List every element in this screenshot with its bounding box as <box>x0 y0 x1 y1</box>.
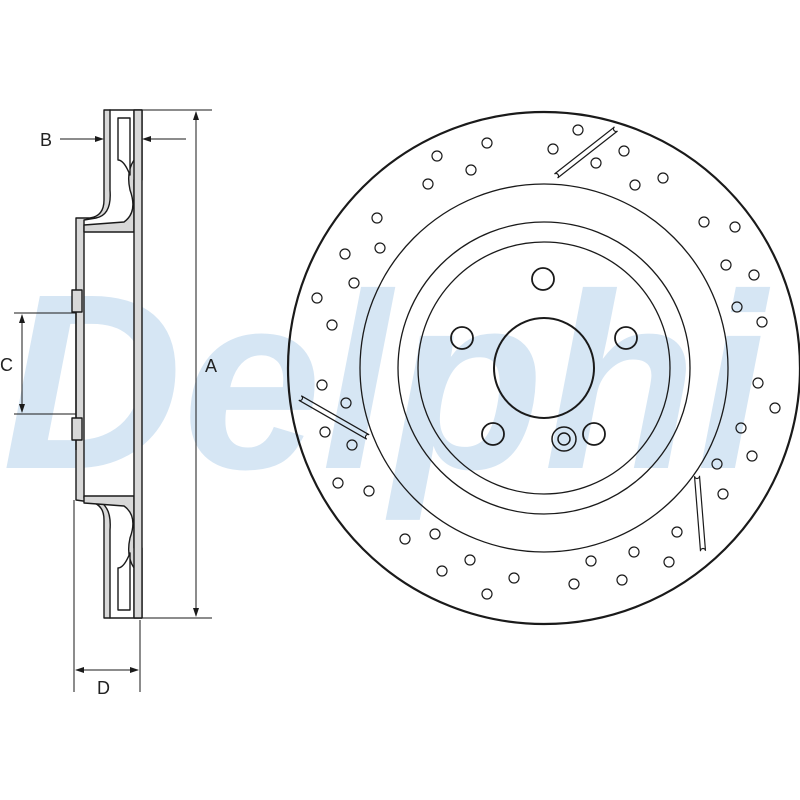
brand-watermark: Delphi <box>2 242 770 521</box>
section-vane-upper <box>117 117 131 176</box>
drilled-hole <box>585 555 597 567</box>
drilled-hole <box>464 554 476 566</box>
drilled-hole <box>326 319 338 331</box>
dim-label-d: D <box>97 678 110 698</box>
dim-label-b: B <box>40 130 52 150</box>
drilled-hole <box>568 578 580 590</box>
arrow-d-left <box>75 667 84 673</box>
drilled-hole <box>429 528 441 540</box>
dimension-arrows <box>19 111 199 673</box>
drilled-hole <box>436 565 448 577</box>
drilled-hole <box>769 402 781 414</box>
section-vane-lower <box>117 552 131 611</box>
hat-outer-edge <box>397 221 691 515</box>
arrow-b-left <box>95 136 104 142</box>
arrow-a-top <box>193 111 199 120</box>
drilled-hole <box>657 172 669 184</box>
drilled-hole <box>731 301 743 313</box>
bolt-hole <box>531 267 555 291</box>
drilled-hole <box>735 422 747 434</box>
drilled-hole <box>346 439 358 451</box>
drilled-hole <box>752 377 764 389</box>
drilled-hole <box>663 556 675 568</box>
arrow-d-right <box>130 667 139 673</box>
drilled-hole <box>311 292 323 304</box>
drilled-hole <box>618 145 630 157</box>
drilled-hole <box>319 426 331 438</box>
arrow-b-right <box>142 136 151 142</box>
drilled-hole <box>339 248 351 260</box>
drilled-hole <box>374 242 386 254</box>
drilled-hole <box>316 379 328 391</box>
drilled-hole <box>422 178 434 190</box>
drilled-hole <box>748 269 760 281</box>
drilled-hole <box>371 212 383 224</box>
bolt-hole <box>582 422 606 446</box>
drilled-hole <box>399 533 411 545</box>
drilled-hole <box>348 277 360 289</box>
front-view <box>286 110 800 626</box>
bolt-hole <box>481 422 505 446</box>
drilled-hole <box>717 488 729 500</box>
bolt-hole <box>614 326 638 350</box>
drilled-hole <box>547 143 559 155</box>
section-view <box>71 109 143 619</box>
section-rotor-face <box>133 109 143 619</box>
drilled-hole <box>363 485 375 497</box>
drilled-hole <box>698 216 710 228</box>
drilled-hole <box>431 150 443 162</box>
drilled-hole <box>671 526 683 538</box>
drilled-hole <box>590 157 602 169</box>
drilled-hole <box>332 477 344 489</box>
dim-label-c: C <box>0 355 13 375</box>
drilled-hole <box>746 450 758 462</box>
drilled-hole <box>340 397 352 409</box>
disc-outer-edge <box>286 110 800 626</box>
drilled-hole <box>629 179 641 191</box>
drilled-hole <box>756 316 768 328</box>
slot <box>554 126 618 179</box>
dim-label-a: A <box>205 356 217 376</box>
drilled-hole <box>481 137 493 149</box>
bolt-hole <box>450 326 474 350</box>
drilled-hole <box>729 221 741 233</box>
drilled-hole <box>572 124 584 136</box>
friction-ring-inner-edge <box>359 183 729 553</box>
drilled-hole <box>628 546 640 558</box>
arrow-c-top <box>19 314 25 323</box>
screw-hole-outer <box>551 426 577 452</box>
bolt-holes <box>450 267 638 446</box>
screw-hole-inner <box>557 432 571 446</box>
arrow-c-bottom <box>19 404 25 413</box>
drilled-hole <box>508 572 520 584</box>
drilled-hole <box>465 164 477 176</box>
dimension-lines <box>14 109 212 692</box>
drilled-hole <box>720 259 732 271</box>
hub-face-edge <box>417 241 671 495</box>
drilled-holes <box>311 124 781 600</box>
locating-screw-hole <box>551 426 577 452</box>
drilled-hole <box>711 458 723 470</box>
section-pilot-step-upper <box>71 289 83 313</box>
drilled-hole <box>481 588 493 600</box>
section-pilot-step-lower <box>71 417 83 441</box>
arrow-a-bottom <box>193 608 199 617</box>
center-bore <box>493 317 595 419</box>
drilled-hole <box>616 574 628 586</box>
